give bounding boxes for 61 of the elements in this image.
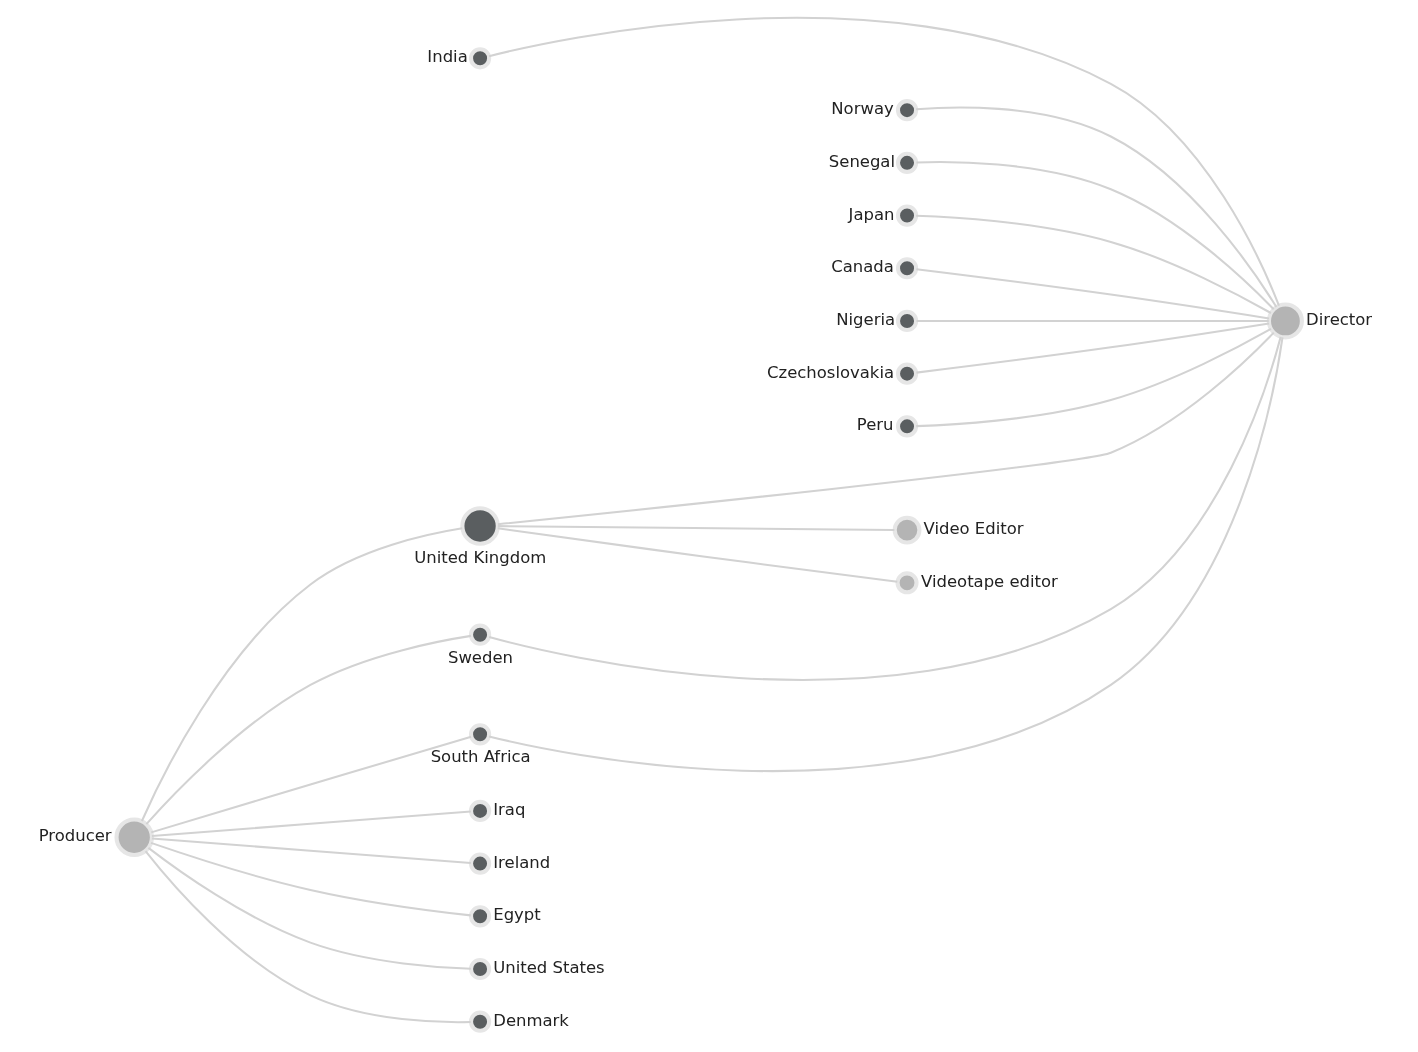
node-label: Egypt (493, 904, 541, 924)
node-label: Canada (831, 256, 894, 276)
node-circle (892, 515, 922, 544)
connector (916, 160, 1275, 310)
node-label: Producer (38, 825, 112, 845)
node-circle (468, 799, 492, 822)
connector (140, 526, 463, 821)
connector (144, 849, 471, 1023)
node-label: Video Editor (923, 518, 1024, 538)
node-label: Sweden (447, 647, 513, 667)
connector (916, 105, 1278, 308)
connector (916, 327, 1272, 427)
connector (488, 336, 1282, 681)
node-circle (895, 570, 919, 594)
node-circle (895, 414, 919, 437)
node-circle (895, 98, 919, 121)
node-circle (468, 1010, 492, 1033)
node-label: United Kingdom (414, 547, 547, 567)
node-label: Videotape editor (921, 571, 1058, 591)
node-circle (895, 203, 919, 227)
connector (916, 319, 1269, 322)
node-label: Japan (848, 204, 895, 224)
node-circle (895, 151, 919, 174)
node-circle (468, 957, 492, 980)
node-circle (468, 852, 492, 875)
node-label: Nigeria (836, 309, 896, 329)
connector (488, 336, 1284, 772)
node-label: Czechoslovakia (767, 362, 895, 382)
node-circle (1266, 301, 1304, 339)
connector (150, 841, 471, 916)
node-circle (468, 722, 492, 745)
node-label: Director (1306, 309, 1373, 329)
connector (497, 524, 895, 531)
node-label: Norway (831, 98, 894, 118)
node-circle (468, 904, 492, 927)
connector (916, 214, 1272, 314)
node-circle (460, 505, 500, 546)
connector (497, 526, 898, 583)
node-label: Peru (856, 414, 894, 434)
node-label: Ireland (493, 852, 551, 872)
node-label: South Africa (430, 746, 531, 766)
connector (147, 846, 471, 970)
node-label: Senegal (828, 151, 896, 171)
connector (916, 321, 1270, 374)
connector (488, 16, 1280, 306)
node-label: Denmark (493, 1010, 569, 1030)
connector (497, 331, 1275, 525)
node-circle (468, 623, 492, 646)
node-label: India (427, 46, 468, 66)
connector (150, 735, 472, 833)
node-circle (895, 256, 919, 279)
node-circle (895, 309, 919, 332)
connector (151, 837, 471, 864)
node-circle (114, 817, 154, 857)
node-circle (895, 362, 919, 385)
connector (916, 267, 1270, 319)
node-label: United States (493, 957, 605, 977)
connector (151, 810, 471, 837)
connector (145, 634, 472, 825)
node-circle (468, 46, 492, 69)
node-label: Iraq (493, 799, 526, 819)
